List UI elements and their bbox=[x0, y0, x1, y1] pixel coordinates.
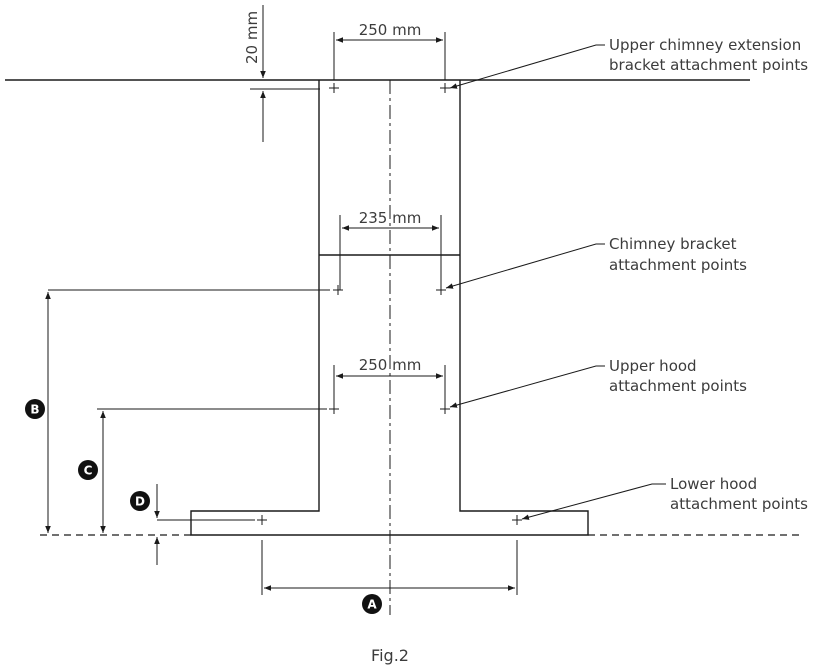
crosshair-icon bbox=[440, 404, 450, 414]
upper-hood-points bbox=[329, 404, 450, 414]
figure-caption: Fig.2 bbox=[371, 646, 409, 665]
svg-text:B: B bbox=[30, 403, 39, 417]
leader-upper-extension bbox=[449, 44, 605, 89]
crosshair-icon bbox=[257, 515, 267, 525]
svg-text:D: D bbox=[135, 495, 145, 509]
callout-chimney-bracket-line1: Chimney bracket bbox=[609, 235, 737, 253]
upper-extension-points bbox=[329, 83, 450, 93]
dim-20mm-label: 20 mm bbox=[243, 11, 261, 64]
crosshair-icon bbox=[329, 404, 339, 414]
callout-lower-hood-line1: Lower hood bbox=[670, 475, 757, 493]
dim-250-upper-label: 250 mm bbox=[359, 21, 422, 39]
badge-d: D bbox=[130, 491, 150, 511]
callout-upper-hood-line2: attachment points bbox=[609, 377, 747, 395]
crosshair-icon bbox=[329, 83, 339, 93]
crosshair-icon bbox=[436, 285, 446, 295]
callout-upper-extension-line1: Upper chimney extension bbox=[609, 36, 801, 54]
svg-text:A: A bbox=[367, 598, 377, 612]
leader-chimney-bracket bbox=[445, 243, 605, 289]
svg-text:C: C bbox=[84, 464, 93, 478]
lower-hood-points bbox=[257, 515, 522, 525]
callout-upper-hood-line1: Upper hood bbox=[609, 357, 697, 375]
badge-b: B bbox=[25, 399, 45, 419]
leader-lower-hood bbox=[521, 483, 666, 520]
chimney-bracket-points bbox=[333, 285, 446, 295]
dim-235-label: 235 mm bbox=[359, 209, 422, 227]
callout-chimney-bracket-line2: attachment points bbox=[609, 256, 747, 274]
badge-a: A bbox=[362, 594, 382, 614]
callout-lower-hood-line2: attachment points bbox=[670, 495, 808, 513]
callout-upper-extension-line2: bracket attachment points bbox=[609, 56, 808, 74]
dim-250-hood-label: 250 mm bbox=[359, 356, 422, 374]
crosshair-icon bbox=[512, 515, 522, 525]
crosshair-icon bbox=[333, 285, 343, 295]
leader-upper-hood bbox=[449, 365, 605, 408]
crosshair-icon bbox=[440, 83, 450, 93]
badge-c: C bbox=[78, 460, 98, 480]
